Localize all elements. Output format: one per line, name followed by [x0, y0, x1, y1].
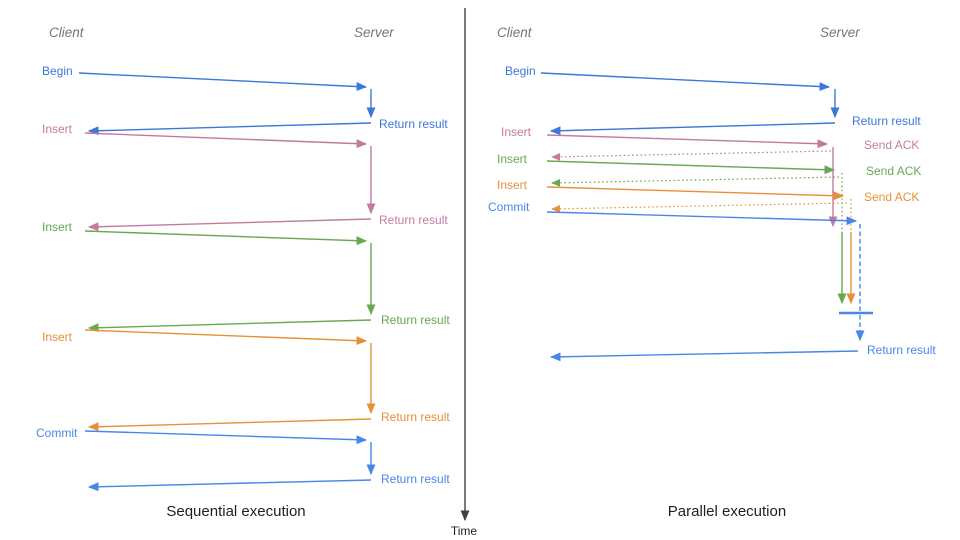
par-insert3-request-line [546, 186, 845, 201]
par-title: Parallel execution [667, 503, 787, 520]
par-send-ack-label-2: Send ACK [866, 164, 922, 178]
par-send-ack-label-1: Send ACK [864, 138, 920, 152]
par-insert2-request-line [546, 160, 836, 175]
par-client-header: Client [497, 25, 532, 40]
seq-commit-request-line [84, 430, 368, 445]
seq-client-header: Client [49, 25, 84, 40]
par-insert3-label: Insert [497, 178, 528, 192]
par-final-return-line [549, 350, 859, 362]
par-return-label-2: Return result [867, 343, 936, 357]
par-insert2-ack-line [551, 176, 840, 187]
seq-insert3-return-line [87, 418, 372, 432]
par-insert1-ack-line [551, 150, 832, 161]
seq-commit-label: Commit [36, 426, 78, 440]
seq-return-label-4: Return result [381, 410, 450, 424]
seq-return-label-3: Return result [381, 313, 450, 327]
seq-insert2-return-line [87, 319, 372, 333]
par-commit-label: Commit [488, 200, 530, 214]
par-begin-return-line [549, 122, 836, 136]
seq-insert2-label: Insert [42, 220, 73, 234]
time-axis-label: Time [450, 524, 478, 538]
seq-title: Sequential execution [166, 503, 306, 520]
seq-return-label-1: Return result [379, 117, 448, 131]
seq-begin-label: Begin [42, 64, 73, 78]
par-begin-label: Begin [505, 64, 536, 78]
par-commit-request-line [546, 211, 858, 226]
par-insert2-label: Insert [497, 152, 528, 166]
seq-begin-request-line [78, 72, 368, 92]
seq-insert1-return-line [87, 218, 372, 232]
par-insert3-ack-line [551, 202, 848, 213]
seq-insert1-label: Insert [42, 122, 73, 136]
par-server-header: Server [820, 25, 860, 40]
seq-insert2-request-line [84, 230, 368, 246]
par-return-label-1: Return result [852, 114, 921, 128]
seq-insert1-request-line [84, 132, 368, 149]
par-begin-request-line [540, 72, 831, 92]
seq-insert3-label: Insert [42, 330, 73, 344]
seq-return-label-5: Return result [381, 472, 450, 486]
seq-insert3-request-line [84, 329, 368, 346]
seq-server-header: Server [354, 25, 394, 40]
par-insert1-request-line [546, 134, 829, 149]
par-insert1-label: Insert [501, 125, 532, 139]
seq-begin-return-line [87, 122, 372, 136]
seq-return-label-2: Return result [379, 213, 448, 227]
par-send-ack-label-3: Send ACK [864, 190, 920, 204]
seq-commit-return-line [87, 479, 372, 492]
